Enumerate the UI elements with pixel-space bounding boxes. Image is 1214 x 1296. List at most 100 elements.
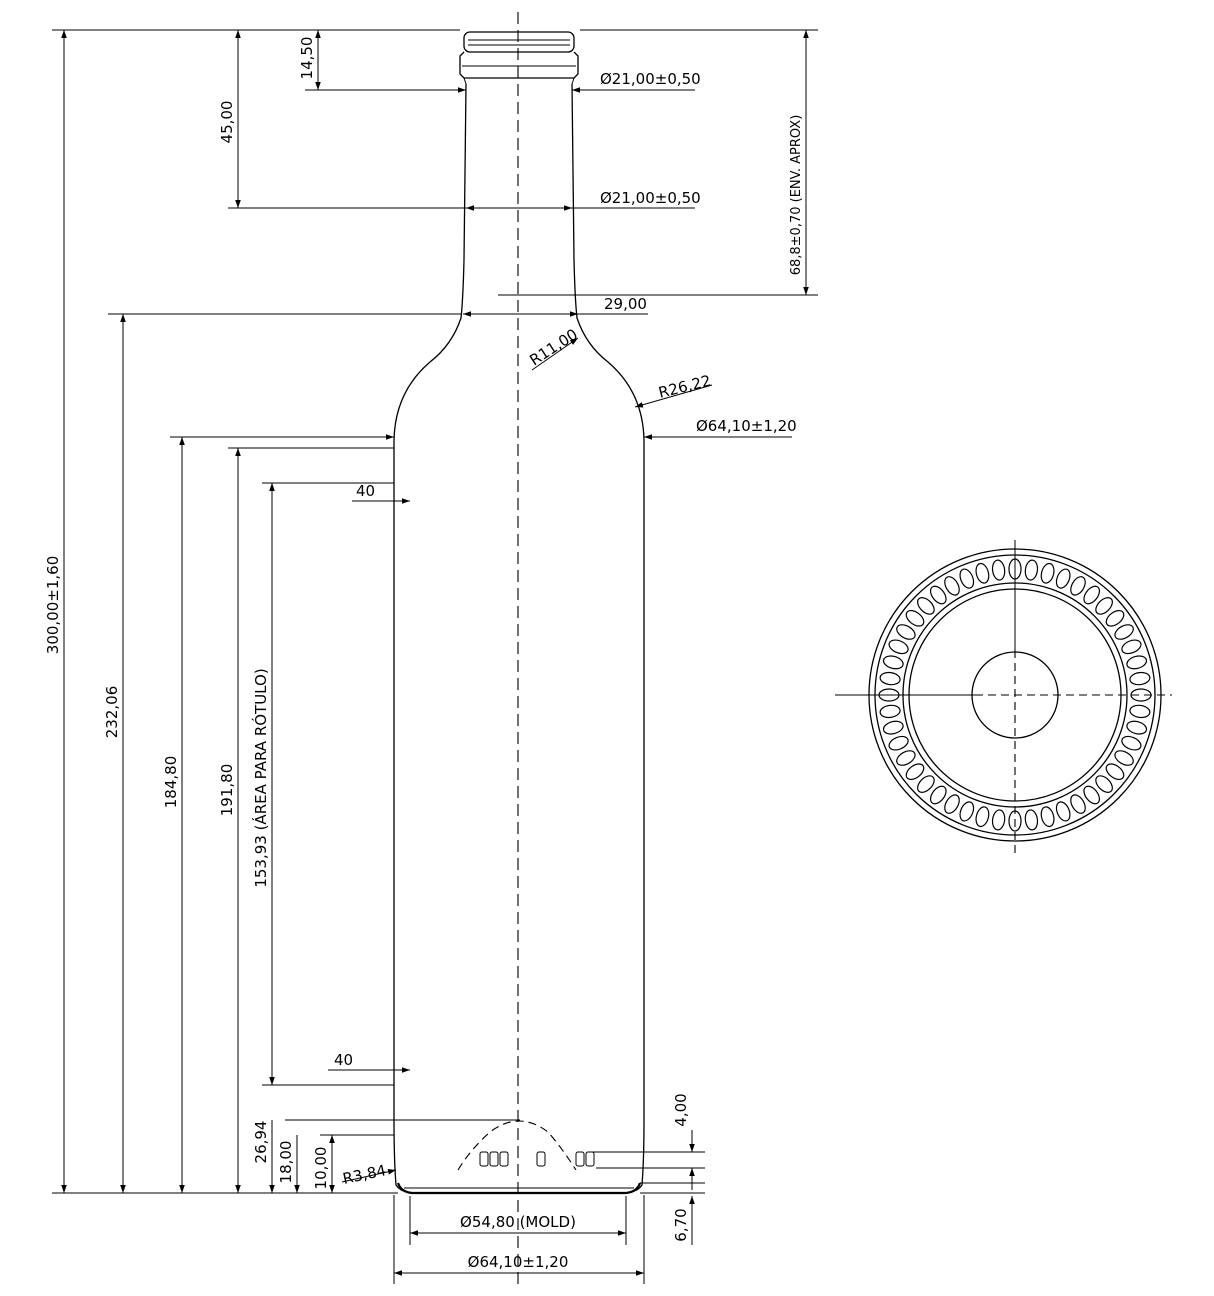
dim-finish-height-label: 14,50 bbox=[298, 37, 316, 80]
knurl-mark bbox=[991, 559, 1006, 581]
dim-finish-height: 14,50 bbox=[298, 30, 321, 90]
dim-total-height: 300,00±1,60 bbox=[44, 30, 67, 1193]
knurl-mark bbox=[1070, 576, 1086, 596]
knurl-mark bbox=[1121, 735, 1142, 751]
dim-neck-dia-top-label: Ø21,00±0,50 bbox=[600, 70, 701, 88]
dim-2694: 26,94 bbox=[252, 1120, 275, 1193]
dim-shoulder-height: 232,06 bbox=[103, 314, 126, 1193]
knurl-mark bbox=[1095, 775, 1113, 793]
knurl-mark bbox=[879, 671, 901, 686]
knurl-mark bbox=[959, 801, 975, 822]
dim-400: 4,00 bbox=[672, 1093, 695, 1190]
knurl-mark bbox=[896, 624, 916, 640]
dim-neck-height-label: 45,00 bbox=[218, 101, 236, 144]
dim-radius-base-label: R3,84 bbox=[341, 1161, 388, 1188]
dim-body-height-2-label: 191,80 bbox=[218, 764, 236, 817]
dim-fill-depth: 68,8±0,70 (ENV. APROX) bbox=[789, 30, 809, 295]
dim-1800-label: 18,00 bbox=[277, 1141, 295, 1184]
dim-radius-shoulder: R26,22 bbox=[634, 372, 713, 408]
dim-shoulder-height-label: 232,06 bbox=[103, 686, 121, 739]
dim-radius-neck: R11,00 bbox=[526, 325, 581, 371]
dim-offset-bottom-label: 40 bbox=[334, 1051, 353, 1069]
dim-body-dia-top-label: Ø64,10±1,20 bbox=[696, 417, 797, 435]
knurl-mark bbox=[1129, 671, 1151, 686]
bottle-right-profile bbox=[571, 83, 645, 1193]
dim-body-height-2: 191,80 bbox=[218, 448, 241, 1193]
knurl-mark bbox=[1129, 704, 1151, 719]
knurl-mark bbox=[929, 585, 947, 605]
knurl-mark bbox=[944, 576, 960, 596]
dim-body-dia-top: Ø64,10±1,20 bbox=[378, 417, 797, 440]
knurl-mark bbox=[1055, 801, 1071, 822]
knurl-mark bbox=[1040, 562, 1055, 584]
dim-label-area-label: 153,93 (ÁREA PARA RÓTULO) bbox=[251, 668, 270, 887]
dim-neck-base-dia: 29,00 bbox=[463, 295, 648, 317]
knurl-mark bbox=[944, 794, 960, 814]
dim-total-height-label: 300,00±1,60 bbox=[44, 556, 62, 654]
knurl-mark bbox=[1126, 655, 1148, 670]
bottle-finish bbox=[463, 31, 575, 53]
dim-radius-neck-label: R11,00 bbox=[526, 325, 581, 369]
dim-1000: 10,00 bbox=[312, 1135, 335, 1193]
knurl-mark bbox=[1055, 568, 1071, 589]
knurl-mark bbox=[1095, 597, 1113, 615]
knurl-mark bbox=[882, 720, 904, 735]
knurl-mark bbox=[1083, 585, 1101, 605]
knurl-mark bbox=[1070, 794, 1086, 814]
dim-670: 6,70 bbox=[672, 1196, 695, 1245]
dim-neck-height: 45,00 bbox=[218, 30, 241, 208]
bottle-finish-ring bbox=[459, 51, 579, 79]
bottle-base bbox=[396, 1182, 642, 1195]
knurl-mark bbox=[905, 763, 925, 781]
dim-offset-top-label: 40 bbox=[356, 482, 375, 500]
knurl-mark bbox=[1114, 624, 1134, 640]
knurl-mark bbox=[1105, 609, 1125, 627]
dim-offset-bottom: 40 bbox=[328, 1051, 410, 1073]
bottle-punt bbox=[457, 1120, 577, 1171]
base-markings bbox=[479, 1151, 595, 1167]
dim-670-label: 6,70 bbox=[672, 1208, 690, 1241]
bottom-view bbox=[835, 540, 1172, 855]
knurl-mark bbox=[1024, 559, 1039, 581]
knurl-mark bbox=[1126, 720, 1148, 735]
knurl-mark bbox=[896, 750, 916, 766]
knurl-mark bbox=[917, 597, 935, 615]
dim-2694-label: 26,94 bbox=[252, 1121, 270, 1164]
knurl-mark bbox=[959, 568, 975, 589]
dim-body-dia-bottom: Ø64,10±1,20 bbox=[394, 1253, 644, 1276]
dim-mold-dia-label: Ø54,80 (MOLD) bbox=[460, 1213, 576, 1231]
knurl-mark bbox=[905, 609, 925, 627]
dim-radius-base: R3,84 bbox=[341, 1161, 397, 1188]
dim-fill-depth-label: 68,8±0,70 (ENV. APROX) bbox=[789, 115, 804, 276]
dim-1000-label: 10,00 bbox=[312, 1147, 330, 1190]
knurl-mark bbox=[991, 809, 1006, 831]
knurl-mark bbox=[1024, 809, 1039, 831]
dim-body-dia-bottom-label: Ø64,10±1,20 bbox=[468, 1253, 569, 1271]
knurl-mark bbox=[882, 655, 904, 670]
dim-neck-dia-mid: Ø21,00±0,50 bbox=[466, 189, 701, 211]
dim-neck-dia-top: Ø21,00±0,50 bbox=[450, 70, 701, 93]
bottom-view-knurl bbox=[878, 558, 1152, 832]
knurl-mark bbox=[879, 704, 901, 719]
knurl-mark bbox=[1083, 785, 1101, 805]
knurl-mark bbox=[1114, 750, 1134, 766]
dim-mold-dia: Ø54,80 (MOLD) bbox=[410, 1213, 626, 1236]
knurl-mark bbox=[975, 562, 990, 584]
knurl-mark bbox=[975, 806, 990, 828]
dim-radius-shoulder-label: R26,22 bbox=[657, 372, 713, 402]
bottle-left-profile bbox=[393, 83, 467, 1193]
dim-body-height-1-label: 184,80 bbox=[162, 756, 180, 809]
knurl-mark bbox=[1040, 806, 1055, 828]
knurl-mark bbox=[888, 639, 909, 655]
dim-1800: 18,00 bbox=[277, 1135, 300, 1193]
knurl-mark bbox=[888, 735, 909, 751]
knurl-mark bbox=[1105, 763, 1125, 781]
dim-body-height-1: 184,80 bbox=[162, 437, 185, 1193]
knurl-mark bbox=[917, 775, 935, 793]
dim-neck-dia-mid-label: Ø21,00±0,50 bbox=[600, 189, 701, 207]
dim-offset-top: 40 bbox=[352, 482, 410, 504]
dim-400-label: 4,00 bbox=[672, 1093, 690, 1126]
knurl-mark bbox=[929, 785, 947, 805]
dim-label-area: 153,93 (ÁREA PARA RÓTULO) bbox=[251, 483, 275, 1085]
